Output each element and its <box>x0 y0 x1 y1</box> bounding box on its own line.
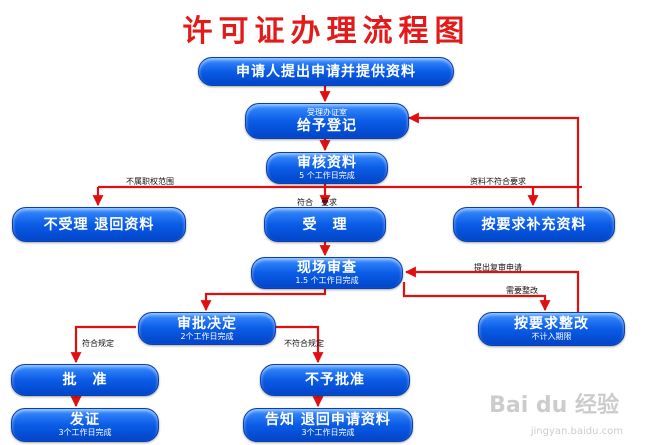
node-decision-sub: 2个工作日完成 <box>180 331 234 341</box>
arrow-rectify-to-inspect <box>404 266 580 316</box>
edge-label-not-in-scope: 不属职权范围 <box>126 177 174 186</box>
node-reject-label: 不受理 退回资料 <box>43 216 155 233</box>
node-rectify: 按要求整改 不计入期限 <box>478 312 625 346</box>
node-deny-label: 不予批准 <box>305 372 365 388</box>
node-review: 审核资料 5 个工作日完成 <box>266 152 388 184</box>
node-notify: 告知 退回申请资料 3个工作日完成 <box>243 408 413 442</box>
node-notify-label: 告知 退回申请资料 <box>265 412 391 428</box>
edge-label-non-compliant: 不符合规定 <box>284 339 324 348</box>
node-inspect-label: 现场审查 <box>297 260 357 276</box>
node-apply: 申请人提出申请并提供资料 <box>198 57 454 86</box>
arrow-inspect-to-decision <box>200 288 327 312</box>
node-register: 受理办证室 给予登记 <box>245 103 409 139</box>
node-rectify-sub: 不计入期限 <box>531 332 572 341</box>
node-issue-sub: 3个工作日完成 <box>58 428 112 437</box>
node-apply-label: 申请人提出申请并提供资料 <box>236 63 416 80</box>
node-review-sub: 5 个工作日完成 <box>299 171 355 180</box>
edge-label-needs-rectification: 需要整改 <box>506 286 538 295</box>
node-supplement: 按要求补充资料 <box>453 207 615 242</box>
node-supplement-label: 按要求补充资料 <box>481 216 587 233</box>
arrow-inspect-to-rectify <box>402 282 551 312</box>
node-review-label: 审核资料 <box>297 155 357 171</box>
node-issue-label: 发证 <box>70 412 100 428</box>
node-approve: 批 准 <box>11 364 159 396</box>
node-decision: 审批决定 2个工作日完成 <box>138 312 276 345</box>
page-title: 许可证办理流程图 <box>182 14 471 49</box>
node-notify-sub: 3个工作日完成 <box>301 428 355 437</box>
node-register-top: 受理办证室 <box>307 108 347 117</box>
node-accept: 受 理 <box>264 207 386 242</box>
arrow-decision-to-deny <box>276 325 324 364</box>
arrow-supplement-to-register <box>407 112 580 212</box>
node-rectify-label: 按要求整改 <box>514 316 589 332</box>
node-deny: 不予批准 <box>260 364 410 396</box>
node-decision-label: 审批决定 <box>177 315 237 332</box>
edge-label-request-re-review: 提出复审申请 <box>474 263 522 272</box>
arrow-decision-to-approve <box>70 325 136 364</box>
node-inspect-sub: 1.5 个工作日完成 <box>295 276 359 285</box>
node-approve-label: 批 准 <box>62 372 108 388</box>
edge-label-meets-requirements: 符合 要求 <box>297 198 337 207</box>
watermark-url: jingyan.baidu.com <box>530 426 623 437</box>
node-inspect: 现场审查 1.5 个工作日完成 <box>251 257 403 289</box>
node-register-label: 给予登记 <box>297 118 357 134</box>
watermark-brand: Bai du 经验 <box>489 393 619 418</box>
node-issue: 发证 3个工作日完成 <box>11 408 159 442</box>
node-accept-label: 受 理 <box>302 216 348 233</box>
edge-label-compliant: 符合规定 <box>82 339 114 348</box>
node-reject: 不受理 退回资料 <box>12 207 186 242</box>
edge-label-not-meet-requirements: 资料不符合要求 <box>470 177 526 186</box>
